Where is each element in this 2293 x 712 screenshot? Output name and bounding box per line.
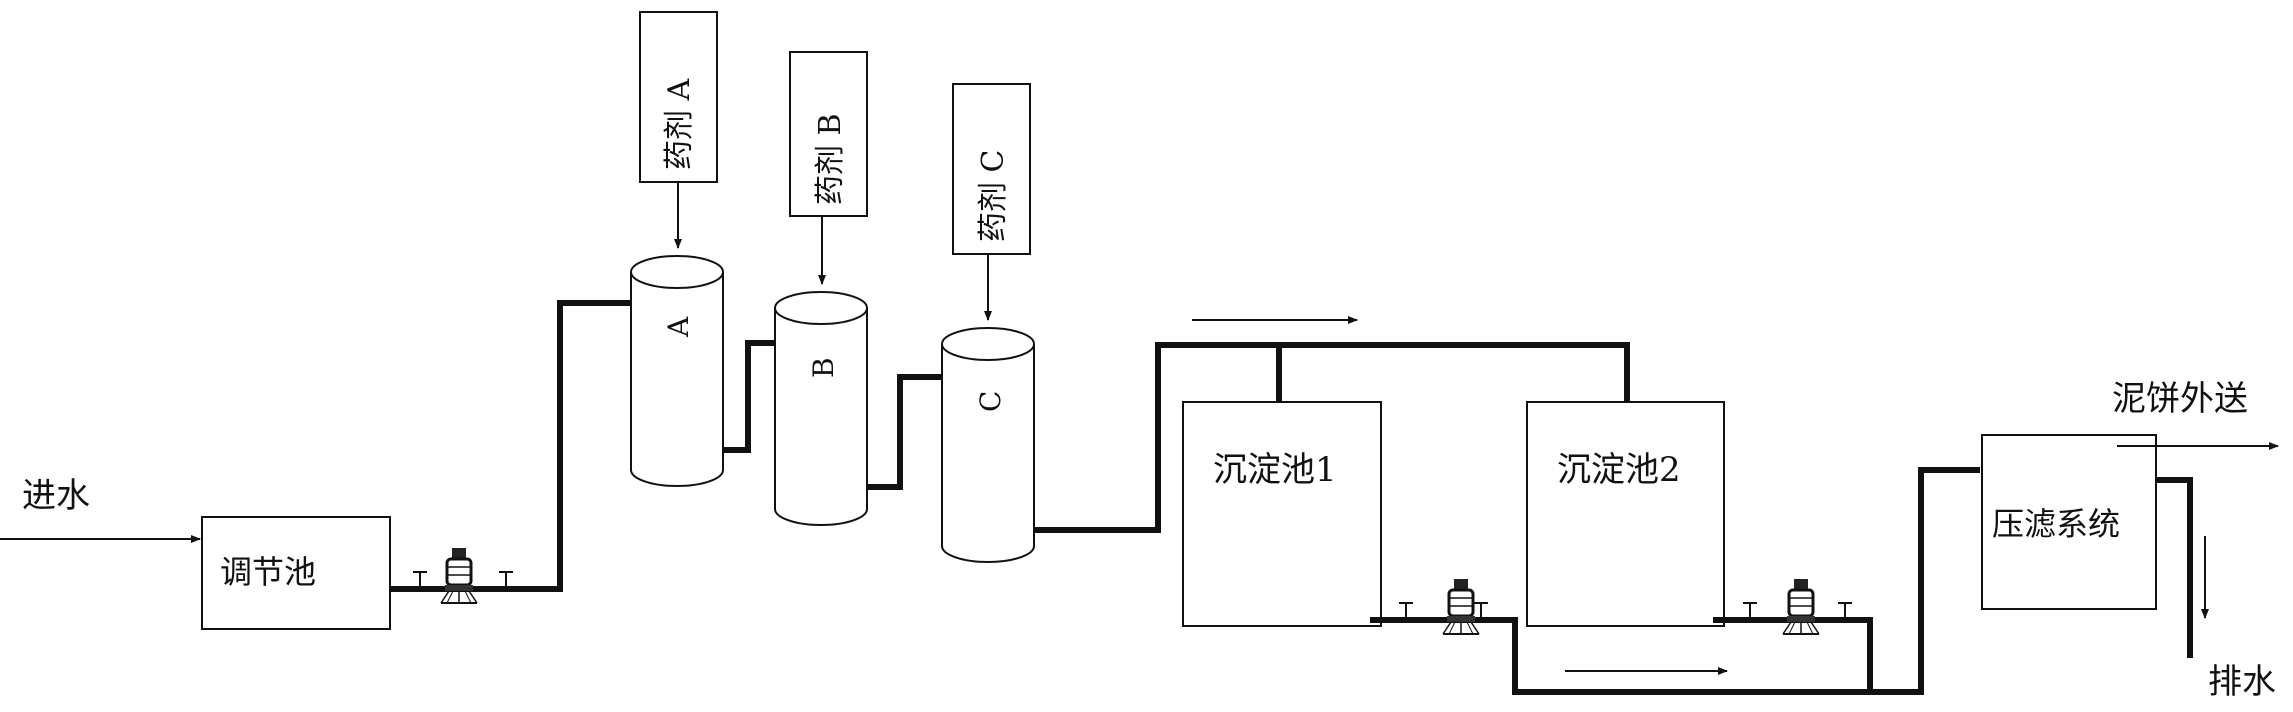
settle-tank-1-label: 沉淀池1 <box>1213 450 1337 490</box>
tank-a-label: A <box>662 316 695 338</box>
drain-label: 排水 <box>2208 662 2276 702</box>
tank-c <box>941 327 1035 563</box>
reagent-c-box <box>952 83 1031 255</box>
reagent-c-label: 药剂 C <box>976 150 1011 243</box>
pipe-settle-2-out <box>1713 617 1873 692</box>
settle-tank-2-label: 沉淀池2 <box>1557 450 1681 490</box>
tank-a <box>630 255 724 487</box>
pipe-settle-1-out <box>1370 467 1980 695</box>
reagent-b-label: 药剂 B <box>813 113 848 205</box>
reagent-b-box <box>789 51 868 217</box>
adjust-tank-label: 调节池 <box>220 553 316 591</box>
filter-press <box>1981 434 2157 610</box>
settle-tank-1 <box>1182 401 1382 627</box>
pipe-b-to-c <box>867 374 942 490</box>
drain-pipe <box>2156 477 2193 658</box>
tank-b-label: B <box>807 357 840 378</box>
pipe-adjust-to-tank-a <box>390 300 631 592</box>
filter-press-label: 压滤系统 <box>1992 505 2120 543</box>
tank-c-label: C <box>974 391 1007 412</box>
adjust-tank <box>201 516 391 630</box>
settle-tank-2 <box>1526 401 1725 627</box>
cake-out-label: 泥饼外送 <box>2112 379 2248 419</box>
tank-b <box>774 291 868 526</box>
pipe-c-to-header <box>1034 342 1630 533</box>
reagent-a-label: 药剂 A <box>662 78 697 170</box>
pump-2 <box>1441 577 1481 636</box>
pump-3 <box>1781 577 1821 636</box>
pump-1 <box>439 546 479 605</box>
pipe-a-to-b <box>723 340 775 453</box>
inlet-label: 进水 <box>22 476 90 516</box>
